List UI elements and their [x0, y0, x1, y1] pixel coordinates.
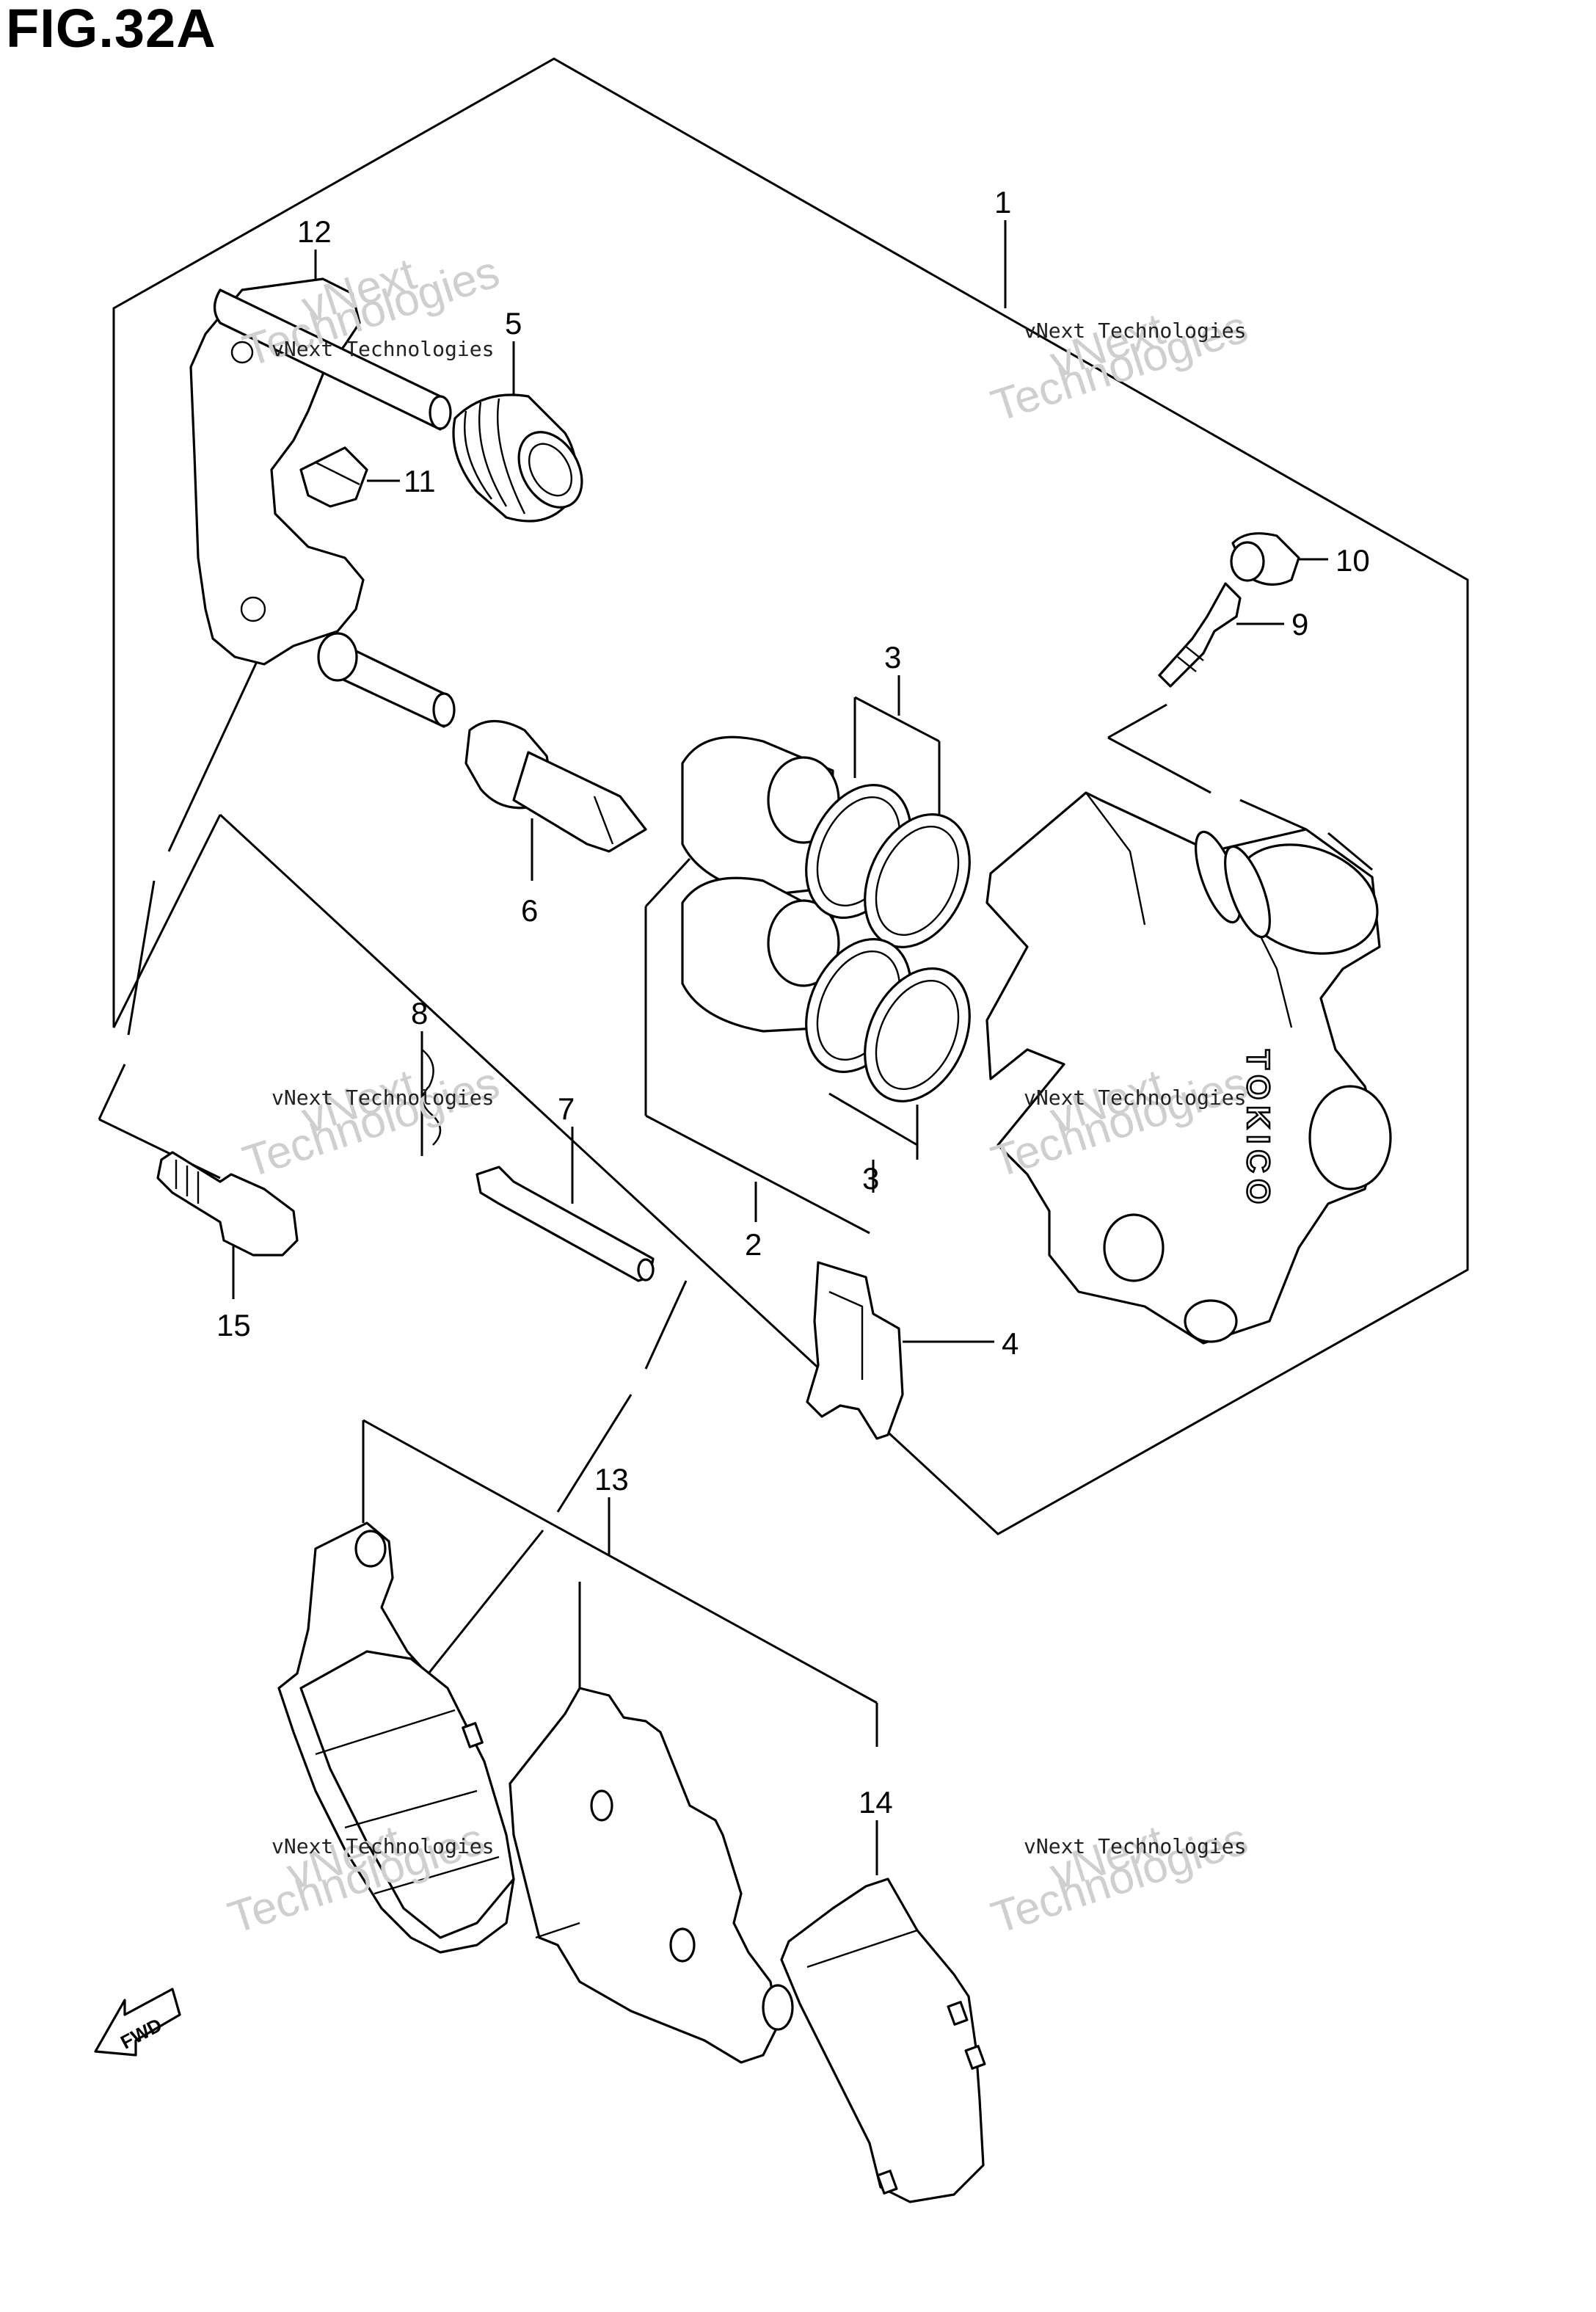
callout-10: 10 [1336, 543, 1370, 578]
figure-title: FIG.32A [6, 0, 216, 59]
callout-3-bottom: 3 [862, 1161, 879, 1196]
callout-14: 14 [859, 1785, 893, 1820]
part-13-pad-shim [509, 1687, 794, 2064]
part-9-bleeder-screw [1158, 582, 1242, 688]
leader-lines [98, 220, 1373, 1875]
watermark-bottom-right: Technologies vNext vNext Technologies [985, 1814, 1254, 1944]
part-5-boot [452, 393, 583, 523]
part-15-bolt [156, 1151, 299, 1257]
callout-12: 12 [297, 214, 332, 249]
part-13-pad-inner [277, 1522, 515, 1954]
callout-4: 4 [1002, 1326, 1019, 1361]
svg-text:vNext Technologies: vNext Technologies [1024, 1834, 1246, 1858]
callout-9: 9 [1291, 607, 1308, 641]
part-11-clip [299, 446, 368, 508]
callout-13: 13 [594, 1462, 629, 1497]
svg-text:vNext Technologies: vNext Technologies [272, 1086, 494, 1110]
part-14-pad-outer [780, 1877, 986, 2203]
part-2-pistons [681, 735, 840, 1033]
caliper-brand-mark: TOKICO [1240, 1050, 1276, 1210]
callout-2: 2 [745, 1227, 762, 1262]
part-7-pad-pin [475, 1166, 655, 1282]
callout-7: 7 [558, 1091, 575, 1126]
callout-3-top: 3 [884, 640, 901, 675]
svg-text:vNext Technologies: vNext Technologies [1024, 1086, 1246, 1110]
callout-6: 6 [521, 893, 538, 928]
part-3-seals-lower [805, 938, 971, 1102]
assembly-boundary [112, 57, 1469, 1535]
svg-text:vNext Technologies: vNext Technologies [272, 1834, 494, 1858]
part-8-clip [421, 1049, 442, 1146]
callout-11: 11 [404, 464, 436, 498]
part-6-slide-pin [464, 719, 647, 853]
callout-8: 8 [411, 996, 428, 1030]
part-3-seals-upper [805, 784, 971, 948]
caliper-body: TOKICO [985, 791, 1392, 1345]
part-10-bleeder-cap [1230, 532, 1300, 586]
callout-5: 5 [505, 306, 522, 341]
svg-text:vNext Technologies: vNext Technologies [1024, 319, 1246, 343]
watermark-mid-left: Technologies vNext vNext Technologies [237, 1058, 506, 1188]
watermark-top-right: Technologies vNext vNext Technologies [985, 302, 1254, 432]
fwd-direction-badge: FWD [94, 1988, 181, 2057]
part-4-pad-spring [806, 1261, 904, 1440]
callout-1: 1 [994, 185, 1011, 219]
part-12-bracket [189, 277, 456, 728]
callout-15: 15 [216, 1308, 251, 1342]
callout-numbers: 1 2 3 3 4 5 6 7 8 9 10 11 12 13 14 15 [216, 185, 1370, 1820]
svg-text:vNext Technologies: vNext Technologies [272, 337, 494, 361]
